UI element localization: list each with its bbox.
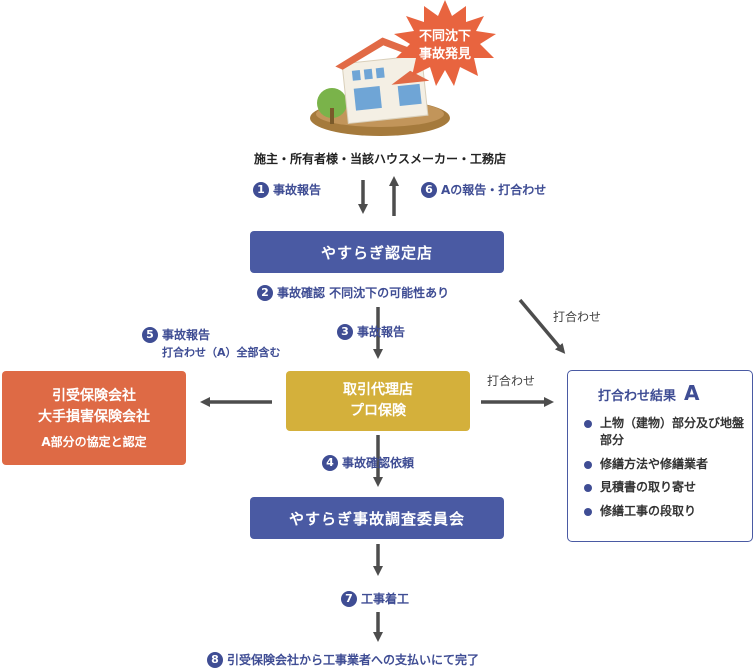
- burst-line-2: 事故発見: [418, 46, 471, 62]
- right-arrow-label: 打合わせ: [487, 374, 536, 388]
- insurer-line-1: 引受保険会社: [52, 388, 136, 405]
- step-number-5: 5: [142, 326, 158, 343]
- step-label-6: Aの報告・打合わせ: [441, 183, 547, 197]
- yasuragi-store-box: やすらぎ認定店: [250, 231, 504, 273]
- step-number-3: 3: [337, 323, 353, 340]
- step-number-6: 6: [421, 181, 437, 198]
- step-1: 1 事故報告: [253, 181, 321, 198]
- step-label-8: 引受保険会社から工事業者への支払いにて完了: [227, 653, 480, 667]
- committee-label: やすらぎ事故調査委員会: [288, 509, 465, 528]
- agent-line-1: 取引代理店: [343, 382, 413, 398]
- house-illustration: [310, 37, 450, 136]
- step-4: 4 事故確認依頼: [322, 454, 414, 471]
- result-item: 見積書の取り寄せ: [584, 479, 744, 496]
- step-7: 7 工事着工: [341, 590, 409, 607]
- step-number-7: 7: [341, 590, 357, 607]
- step-8: 8 引受保険会社から工事業者への支払いにて完了: [207, 651, 479, 668]
- step-6: 6 Aの報告・打合わせ: [421, 181, 546, 198]
- result-title-letter: A: [684, 381, 700, 405]
- result-title-text: 打合わせ結果: [598, 389, 677, 404]
- burst-text: 不同沈下 事故発見: [410, 28, 480, 63]
- step-2: 2 事故確認 不同沈下の可能性あり: [257, 284, 449, 301]
- insurer-box: 引受保険会社 大手損害保険会社 A部分の協定と認定: [2, 371, 186, 465]
- step-label-5: 事故報告: [162, 328, 211, 342]
- step-number-8: 8: [207, 651, 223, 668]
- step-number-4: 4: [322, 454, 338, 471]
- step-5-sub: 打合わせ（A）全部含む: [162, 346, 281, 359]
- step-label-3: 事故報告: [357, 325, 406, 339]
- step-label-1: 事故報告: [273, 183, 322, 197]
- agent-box: 取引代理店 プロ保険: [286, 371, 470, 431]
- burst-line-1: 不同沈下: [418, 29, 471, 44]
- result-item: 修繕工事の段取り: [584, 503, 744, 520]
- alert-burst-icon: [394, 0, 496, 86]
- result-box: 打合わせ結果 A 上物（建物）部分及び地盤部分 修繕方法や修繕業者 見積書の取り…: [567, 370, 753, 542]
- arrow-diagonal-store-to-result: [518, 298, 566, 354]
- committee-box: やすらぎ事故調査委員会: [250, 497, 504, 539]
- result-item: 修繕方法や修繕業者: [584, 456, 744, 473]
- step-3: 3 事故報告: [337, 323, 405, 340]
- diagonal-arrow-label: 打合わせ: [553, 310, 602, 324]
- step-5: 5 事故報告: [142, 326, 210, 343]
- agent-line-2: プロ保険: [350, 403, 406, 419]
- insurer-line-2: 大手損害保険会社: [38, 408, 150, 425]
- step-number-1: 1: [253, 181, 269, 198]
- owners-label: 施主・所有者様・当該ハウスメーカー・工務店: [253, 152, 506, 166]
- step-label-4: 事故確認依頼: [342, 456, 415, 470]
- step-label-2: 事故確認 不同沈下の可能性あり: [277, 286, 450, 300]
- yasuragi-store-label: やすらぎ認定店: [320, 243, 433, 262]
- result-title: 打合わせ結果 A: [598, 381, 700, 405]
- step-number-2: 2: [257, 284, 273, 301]
- result-item: 上物（建物）部分及び地盤部分: [584, 415, 744, 450]
- result-list: 上物（建物）部分及び地盤部分 修繕方法や修繕業者 見積書の取り寄せ 修繕工事の段…: [584, 415, 744, 526]
- step-label-7: 工事着工: [361, 592, 410, 606]
- insurer-line-3: A部分の協定と認定: [41, 434, 147, 449]
- tree-icon: [317, 88, 347, 118]
